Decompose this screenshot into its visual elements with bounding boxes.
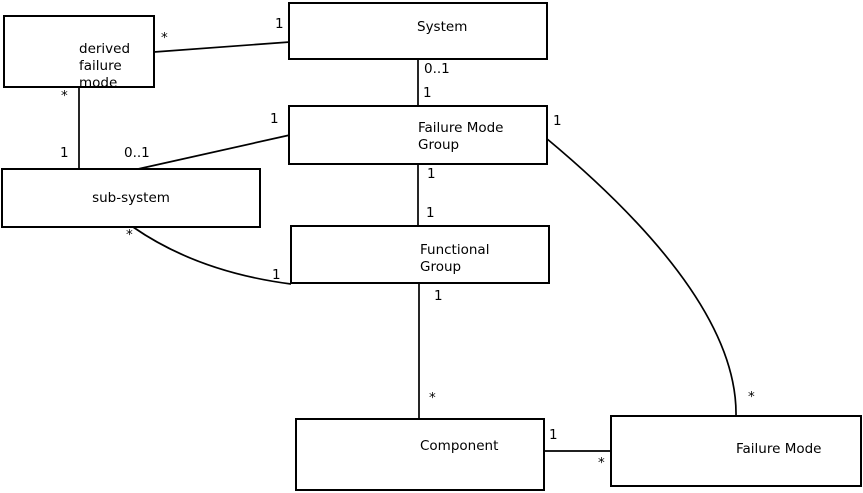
node-label-line: Functional xyxy=(420,242,490,258)
edge-sub-system-functional-group xyxy=(132,226,292,285)
multiplicity-dfm-system-b: 1 xyxy=(275,16,284,32)
node-label-line: System xyxy=(417,19,468,35)
multiplicity-fmg-fg-a: 1 xyxy=(427,166,436,182)
node-label-line: Failure Mode xyxy=(736,441,822,457)
multiplicity-fmg-fm-b: * xyxy=(748,389,755,405)
multiplicity-fmg-fg-b: 1 xyxy=(426,205,435,221)
multiplicity-sub-fmg-a: 0..1 xyxy=(124,145,150,161)
node-label-line: mode xyxy=(79,75,118,91)
node-label: Failure Mode xyxy=(736,441,822,458)
edge-failure-mode-group-failure-mode xyxy=(545,137,737,417)
multiplicity-fg-comp-a: 1 xyxy=(434,288,443,304)
node-label-line: Component xyxy=(420,438,499,454)
node-derived-failure-mode: derived failure mode xyxy=(3,15,155,91)
multiplicity-comp-fm-a: 1 xyxy=(549,427,558,443)
node-failure-mode-group: Failure Mode Group xyxy=(288,105,548,165)
multiplicity-sub-fg-b: 1 xyxy=(272,267,281,283)
multiplicity-fg-comp-b: * xyxy=(429,390,436,406)
multiplicity-dfm-sub-a: * xyxy=(61,88,68,104)
node-label: Component xyxy=(420,438,498,455)
node-component: Component xyxy=(295,418,545,491)
multiplicity-sub-fmg-b: 1 xyxy=(270,111,279,127)
node-label-line: Group xyxy=(418,137,460,153)
node-label: derived failure mode xyxy=(79,41,130,92)
multiplicity-dfm-system-a: * xyxy=(161,30,168,46)
multiplicity-sub-fg-a: * xyxy=(126,227,133,243)
node-label-line: derived xyxy=(79,41,131,57)
node-failure-mode: Failure Mode xyxy=(610,415,862,487)
multiplicity-system-fmg-b: 1 xyxy=(423,85,432,101)
node-system: System xyxy=(288,2,548,60)
edge-derived-failure-mode-system xyxy=(153,41,291,53)
node-label: Failure Mode Group xyxy=(418,120,504,154)
node-label: System xyxy=(417,19,467,36)
node-functional-group: Functional Group xyxy=(290,225,550,284)
multiplicity-comp-fm-b: * xyxy=(598,455,605,471)
node-label-line: Group xyxy=(420,259,462,275)
multiplicity-fmg-fm-a: 1 xyxy=(553,113,562,129)
node-label-line: sub-system xyxy=(92,190,170,206)
node-sub-system: sub-system xyxy=(1,168,261,228)
node-label: Functional Group xyxy=(420,242,489,276)
node-label-line: failure xyxy=(79,58,122,74)
edge-sub-system-failure-mode-group xyxy=(137,134,291,170)
multiplicity-system-fmg-a: 0..1 xyxy=(424,61,450,77)
multiplicity-dfm-sub-b: 1 xyxy=(60,145,69,161)
node-label-line: Failure Mode xyxy=(418,120,504,136)
node-label: sub-system xyxy=(3,190,259,207)
